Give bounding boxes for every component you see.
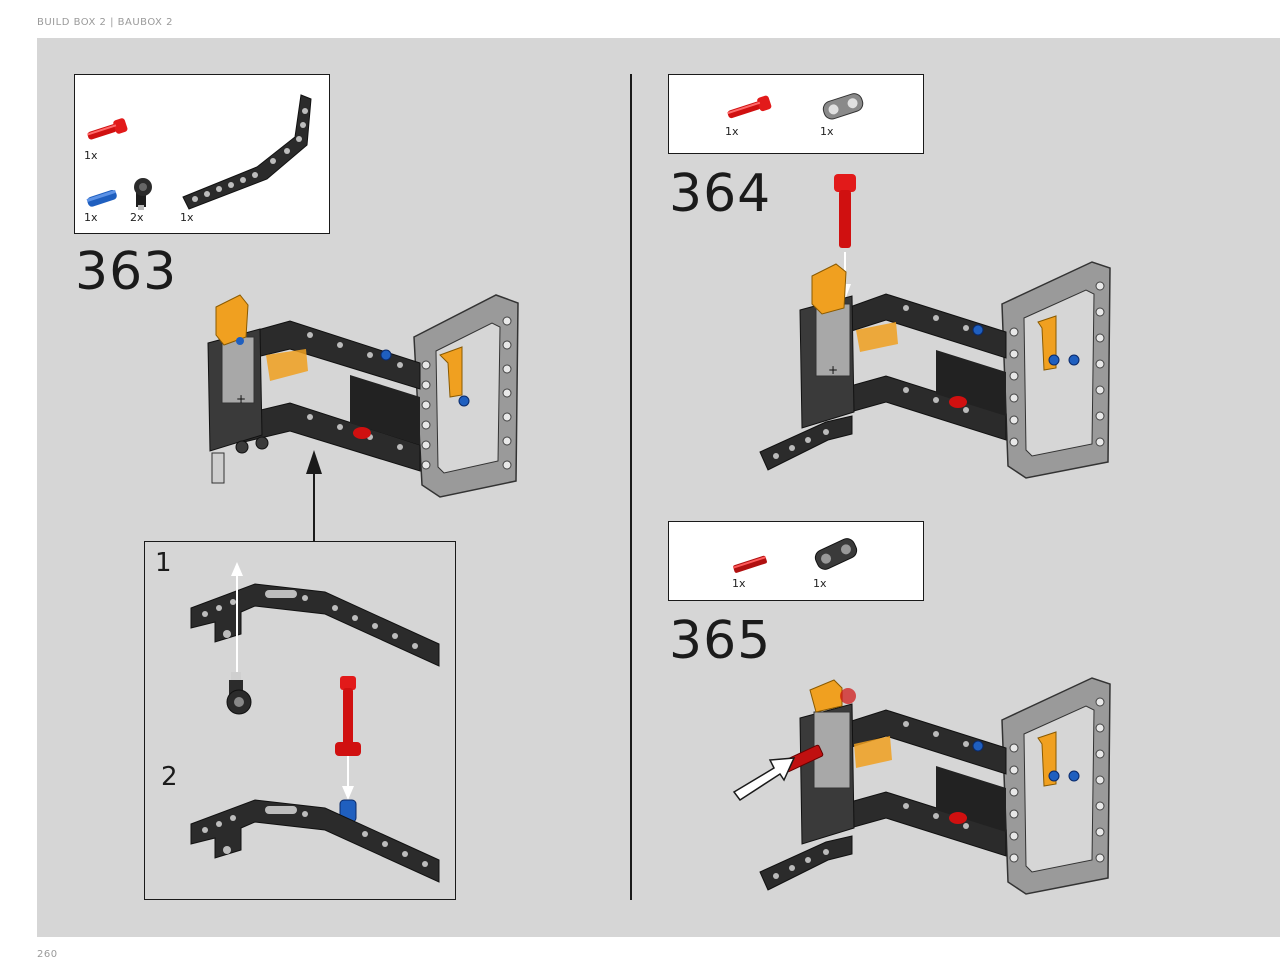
step-number-364: 364 <box>669 164 772 224</box>
substep-2-beam <box>190 676 440 883</box>
assembly-arrow <box>306 450 322 542</box>
subassembly-box: 1 2 <box>144 541 456 900</box>
substep-number-1: 1 <box>155 548 172 578</box>
black-connector-icon <box>134 178 152 210</box>
red-axle-icon <box>732 555 767 573</box>
qty-label: 1x <box>180 211 194 224</box>
page-number: 260 <box>37 949 58 960</box>
qty-label: 2x <box>130 211 144 224</box>
black-bent-beam-icon <box>182 94 312 210</box>
dark-gray-connector-icon <box>814 538 858 570</box>
qty-label: 1x <box>820 125 834 138</box>
black-connector-icon <box>226 672 252 715</box>
step-number-363: 363 <box>75 242 178 302</box>
model-assembly-365 <box>732 677 1111 895</box>
red-axle-pin-icon <box>727 95 772 119</box>
parts-box-364: 1x 1x <box>668 74 924 154</box>
red-axle-pin-icon <box>87 118 128 140</box>
qty-label: 1x <box>84 149 98 162</box>
gray-connector-icon <box>822 93 864 120</box>
parts-box-365: 1x 1x <box>668 521 924 601</box>
header-label: BUILD BOX 2 | BAUBOX 2 <box>37 17 173 28</box>
qty-label: 1x <box>813 577 827 590</box>
substep-number-2: 2 <box>161 762 178 792</box>
svg-text:+: + <box>828 363 838 377</box>
column-divider <box>630 74 632 900</box>
qty-label: 1x <box>725 125 739 138</box>
qty-label: 1x <box>84 211 98 224</box>
parts-box-363: 1x 1x 2x 1x <box>74 74 330 234</box>
model-assembly-364: + <box>759 174 1111 479</box>
svg-text:+: + <box>236 392 246 406</box>
blue-pin-icon <box>86 189 117 207</box>
model-assembly-363: + <box>207 294 519 498</box>
qty-label: 1x <box>732 577 746 590</box>
step-number-365: 365 <box>669 611 772 671</box>
